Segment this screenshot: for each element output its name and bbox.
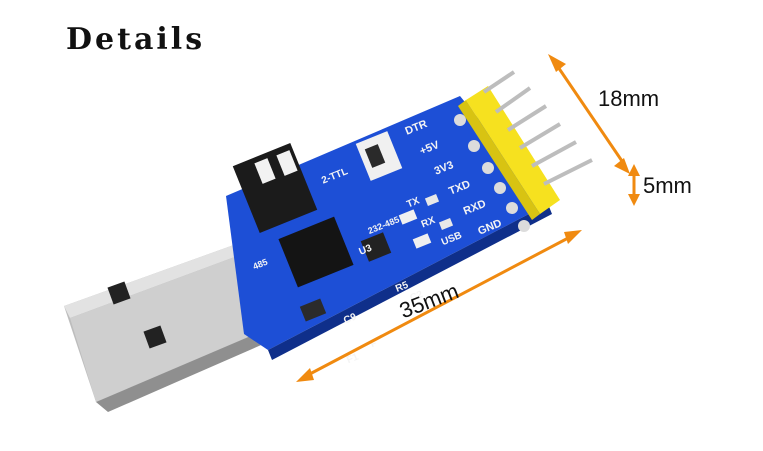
label-c9: C9 — [342, 311, 358, 326]
label-r5: R5 — [394, 280, 410, 295]
usb-plug — [64, 242, 268, 412]
pin-header — [458, 70, 593, 220]
label-f1: F1 — [345, 351, 360, 366]
pcb-board — [226, 96, 552, 360]
dimension-18mm: 18mm — [598, 86, 660, 111]
dimension-arrows — [296, 54, 640, 382]
page-title: Details — [66, 22, 206, 57]
label-tx: TX — [405, 195, 421, 210]
label-c2: C2 — [409, 289, 425, 304]
label-u3: U3 — [358, 243, 374, 258]
label-f: F — [369, 338, 378, 350]
label-rx: RX — [420, 215, 437, 231]
dimension-5mm: 5mm — [643, 173, 692, 198]
